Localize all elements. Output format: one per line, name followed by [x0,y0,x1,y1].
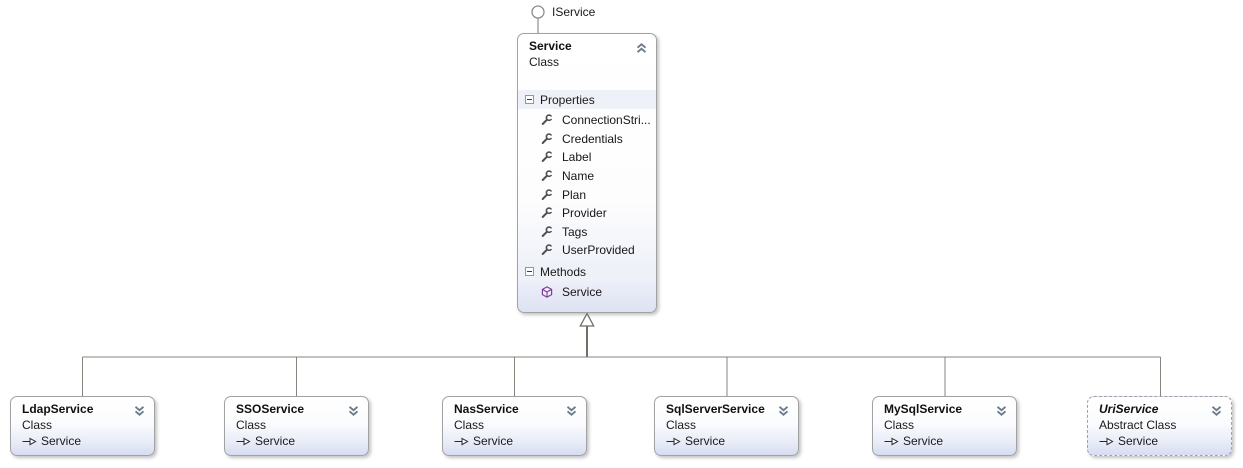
property-name: ConnectionStri... [562,113,651,128]
class-title: NasService [454,402,519,416]
wrench-icon [541,188,553,201]
base-type-label: Service [41,434,82,448]
inheritance-arrow-icon [454,437,469,446]
base-type-row: Service [884,434,943,448]
class-title: MySqlService [884,402,963,416]
chevron-double-down-icon[interactable] [995,405,1008,416]
property-row[interactable]: Tags [518,223,656,242]
property-name: Provider [562,206,607,221]
class-box-ldapservice[interactable]: LdapService Class Service [10,396,155,456]
base-type-row: Service [236,434,295,448]
base-type-label: Service [685,434,726,448]
methods-list: Service [518,283,656,302]
property-name: Label [562,150,592,165]
property-row[interactable]: Plan [518,185,656,204]
class-title: SqlServerService [666,402,765,416]
property-name: Plan [562,187,587,202]
wrench-icon [541,226,553,238]
inheritance-arrow-icon [22,437,37,446]
minus-box-icon[interactable] [525,267,534,276]
wrench-icon [541,133,553,145]
class-title: UriService [1099,402,1159,416]
chevron-double-down-icon[interactable] [565,405,578,416]
section-label: Methods [540,264,587,279]
base-type-label: Service [255,434,296,448]
lollipop-icon [531,5,545,19]
inheritance-arrow-icon [666,437,681,446]
cube-icon [541,286,553,298]
wrench-icon [541,207,553,219]
base-type-label: Service [473,434,514,448]
class-title: Service [529,39,572,53]
class-kind: Class [236,418,267,432]
methods-section-header[interactable]: Methods [518,262,656,281]
property-row[interactable]: ConnectionStri... [518,111,656,130]
property-name: Name [562,169,595,184]
inheritance-arrow-icon [1099,437,1114,446]
inheritance-arrow-icon [884,437,899,446]
inheritance-connector[interactable] [82,312,1161,397]
class-title: SSOService [236,402,305,416]
chevron-double-down-icon[interactable] [1210,405,1223,416]
chevron-double-up-icon[interactable] [635,43,648,54]
property-row[interactable]: Provider [518,204,656,223]
class-box-mysqlservice[interactable]: MySqlService Class Service [872,396,1017,456]
wrench-icon [541,151,553,163]
chevron-double-down-icon[interactable] [133,405,146,416]
class-box-ssoservice[interactable]: SSOService Class Service [224,396,369,456]
class-box-uriservice[interactable]: UriService Abstract Class Service [1087,396,1232,456]
class-kind: Abstract Class [1099,418,1177,432]
wrench-icon [541,244,553,256]
class-box-sqlserverservice[interactable]: SqlServerService Class Service [654,396,799,456]
properties-section-header[interactable]: Properties [518,90,656,109]
class-title: LdapService [22,402,94,416]
class-kind: Class [529,55,560,69]
inheritance-arrowhead-icon [579,312,595,327]
interface-label: IService [552,5,596,19]
class-box-service[interactable]: Service Class Properties ConnectionStri.… [517,33,657,313]
base-type-row: Service [1099,434,1158,448]
base-type-row: Service [454,434,513,448]
property-row[interactable]: Label [518,148,656,167]
properties-list: ConnectionStri... Credentials Label Name… [518,111,656,260]
method-row[interactable]: Service [518,283,656,302]
class-kind: Class [22,418,53,432]
inheritance-arrow-icon [236,437,251,446]
property-row[interactable]: Name [518,167,656,186]
property-name: Credentials [562,131,623,146]
base-type-row: Service [666,434,725,448]
method-name: Service [562,285,603,300]
chevron-double-down-icon[interactable] [777,405,790,416]
interface-lollipop[interactable] [531,5,545,34]
section-label: Properties [540,92,595,107]
property-name: Tags [562,224,588,239]
wrench-icon [541,170,553,182]
property-row[interactable]: UserProvided [518,241,656,260]
base-type-row: Service [22,434,81,448]
base-type-label: Service [903,434,944,448]
class-box-nasservice[interactable]: NasService Class Service [442,396,587,456]
property-name: UserProvided [562,243,635,258]
base-type-label: Service [1118,434,1159,448]
class-kind: Class [884,418,915,432]
class-kind: Class [454,418,485,432]
wrench-icon [541,114,553,126]
minus-box-icon[interactable] [525,95,534,104]
property-row[interactable]: Credentials [518,130,656,149]
chevron-double-down-icon[interactable] [347,405,360,416]
class-kind: Class [666,418,697,432]
